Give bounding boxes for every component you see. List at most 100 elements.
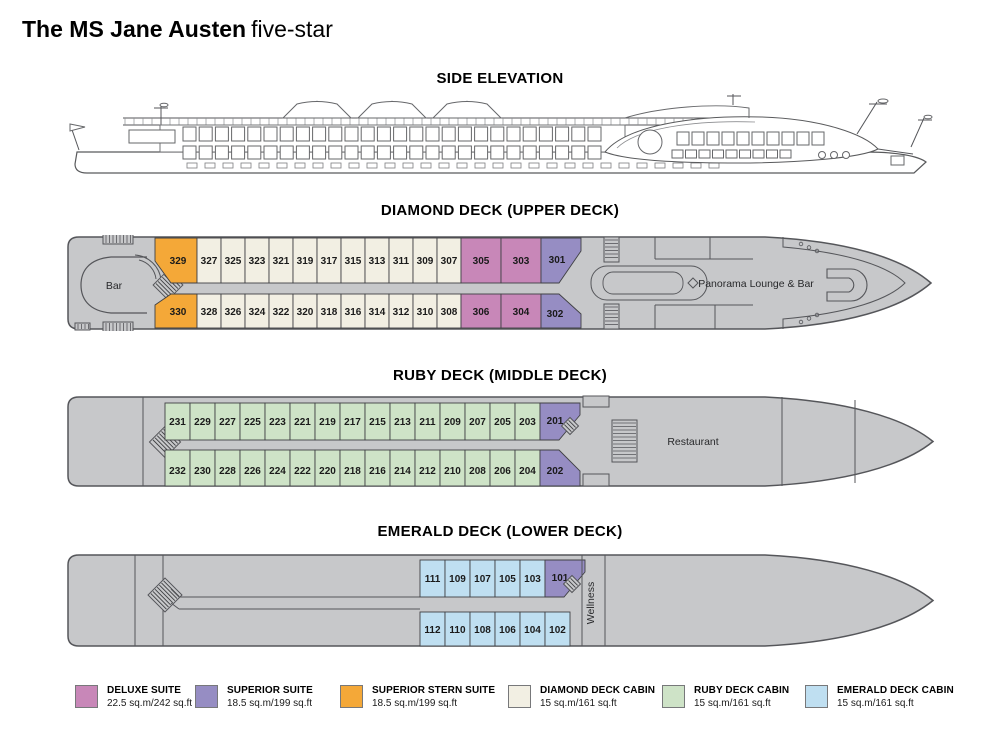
cabin-325 bbox=[220, 237, 246, 284]
cabin-number-111: 111 bbox=[425, 574, 441, 585]
cabin-number-322: 322 bbox=[273, 307, 290, 318]
cabin-number-222: 222 bbox=[294, 466, 311, 477]
cabin-number-219: 219 bbox=[319, 417, 336, 428]
cabin-number-309: 309 bbox=[417, 256, 434, 267]
cabin-number-301: 301 bbox=[549, 255, 566, 266]
ruby-deck-cabin-swatch bbox=[662, 685, 685, 708]
cabin-number-231: 231 bbox=[169, 417, 186, 428]
cabin-328 bbox=[196, 293, 222, 329]
legend-size: 15 sq.m/161 sq.ft bbox=[540, 698, 617, 709]
diamond-deck-cabin-swatch bbox=[508, 685, 531, 708]
cabin-231 bbox=[164, 402, 191, 441]
cabin-202 bbox=[539, 449, 581, 487]
cabin-322 bbox=[268, 293, 294, 329]
cabin-323 bbox=[244, 237, 270, 284]
cabin-317 bbox=[316, 237, 342, 284]
stairs-icon bbox=[603, 303, 620, 330]
cabin-330 bbox=[154, 293, 198, 329]
legend-item-superior-stern-suite: SUPERIOR STERN SUITE 18.5 sq.m/199 sq.ft bbox=[340, 684, 495, 710]
cabin-304 bbox=[500, 293, 542, 329]
cabin-number-214: 214 bbox=[394, 466, 411, 477]
cabin-number-208: 208 bbox=[469, 466, 486, 477]
cabin-number-330: 330 bbox=[170, 307, 187, 318]
legend-label: DELUXE SUITE bbox=[107, 685, 181, 696]
cabin-number-217: 217 bbox=[344, 417, 361, 428]
cabin-220 bbox=[314, 449, 341, 487]
cabin-number-321: 321 bbox=[273, 256, 290, 267]
cabin-number-212: 212 bbox=[419, 466, 436, 477]
legend-label: SUPERIOR STERN SUITE bbox=[372, 685, 496, 696]
cabin-110 bbox=[444, 611, 471, 647]
cabin-number-106: 106 bbox=[499, 625, 516, 636]
legend-label: RUBY DECK CABIN bbox=[694, 685, 790, 696]
cabin-217 bbox=[339, 402, 366, 441]
cabin-number-225: 225 bbox=[244, 417, 261, 428]
cabin-104 bbox=[519, 611, 546, 647]
cabin-213 bbox=[389, 402, 416, 441]
wellness-label: Wellness bbox=[585, 582, 597, 624]
cabin-number-312: 312 bbox=[393, 307, 410, 318]
cabin-number-215: 215 bbox=[369, 417, 386, 428]
cabin-203 bbox=[514, 402, 541, 441]
legend-label: SUPERIOR SUITE bbox=[227, 685, 313, 696]
cabin-number-213: 213 bbox=[394, 417, 411, 428]
legend-size: 15 sq.m/161 sq.ft bbox=[694, 698, 771, 709]
diagonal-stairs-icon bbox=[562, 574, 582, 594]
stairs-icon bbox=[102, 321, 134, 331]
cabin-number-103: 103 bbox=[524, 574, 541, 585]
diagonal-stairs-icon bbox=[560, 416, 580, 436]
cabin-number-306: 306 bbox=[473, 307, 490, 318]
cabin-302 bbox=[540, 293, 582, 329]
stairs-icon bbox=[603, 236, 620, 263]
cabin-number-202: 202 bbox=[547, 466, 564, 477]
cabin-number-303: 303 bbox=[513, 256, 530, 267]
stairs-icon bbox=[611, 419, 638, 463]
cabin-111 bbox=[419, 559, 446, 598]
cabin-307 bbox=[436, 237, 462, 284]
cabin-314 bbox=[364, 293, 390, 329]
stairs-icon bbox=[74, 322, 91, 331]
cabin-number-211: 211 bbox=[419, 417, 436, 428]
cabin-224 bbox=[264, 449, 291, 487]
cabin-number-228: 228 bbox=[219, 466, 236, 477]
cabin-number-318: 318 bbox=[321, 307, 338, 318]
cabin-number-207: 207 bbox=[469, 417, 486, 428]
legend-size: 15 sq.m/161 sq.ft bbox=[837, 698, 914, 709]
legend-item-deluxe-suite: DELUXE SUITE 22.5 sq.m/242 sq.ft bbox=[75, 684, 192, 710]
bar-lounge-outline bbox=[80, 256, 147, 314]
legend-label: DIAMOND DECK CABIN bbox=[540, 685, 656, 696]
diagonal-stairs-icon bbox=[147, 577, 183, 613]
heading-ruby-deck: RUBY DECK (MIDDLE DECK) bbox=[392, 367, 608, 384]
cabin-103 bbox=[519, 559, 546, 598]
cabin-210 bbox=[439, 449, 466, 487]
cabin-number-313: 313 bbox=[369, 256, 386, 267]
cabin-number-221: 221 bbox=[294, 417, 311, 428]
cabin-number-218: 218 bbox=[344, 466, 361, 477]
legend: DELUXE SUITE 22.5 sq.m/242 sq.ft SUPERIO… bbox=[0, 684, 1000, 724]
cabin-number-319: 319 bbox=[297, 256, 314, 267]
heading-diamond-deck: DIAMOND DECK (UPPER DECK) bbox=[380, 202, 620, 219]
cabin-number-324: 324 bbox=[249, 307, 266, 318]
cabin-number-316: 316 bbox=[345, 307, 362, 318]
cabin-number-317: 317 bbox=[321, 256, 338, 267]
cabin-number-304: 304 bbox=[513, 307, 530, 318]
legend-item-emerald-deck-cabin: EMERALD DECK CABIN 15 sq.m/161 sq.ft bbox=[805, 684, 954, 710]
cabin-number-108: 108 bbox=[474, 625, 491, 636]
cabin-310 bbox=[412, 293, 438, 329]
cabin-number-232: 232 bbox=[169, 466, 186, 477]
cabin-319 bbox=[292, 237, 318, 284]
stairs-icon bbox=[102, 235, 134, 245]
cabin-number-216: 216 bbox=[369, 466, 386, 477]
cabin-214 bbox=[389, 449, 416, 487]
cabin-108 bbox=[469, 611, 496, 647]
cabin-number-329: 329 bbox=[170, 256, 187, 267]
cabin-306 bbox=[460, 293, 502, 329]
side-elevation-drawing bbox=[69, 94, 933, 174]
cabin-318 bbox=[316, 293, 342, 329]
cabin-112 bbox=[419, 611, 446, 647]
cabin-number-203: 203 bbox=[519, 417, 536, 428]
